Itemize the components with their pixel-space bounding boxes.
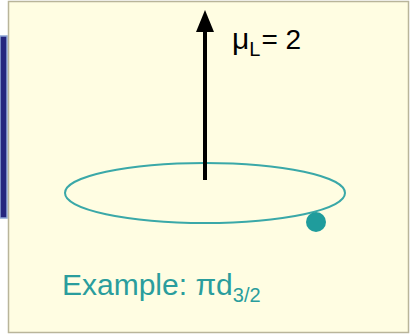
label-text: μ [232,22,249,55]
example-label: Example: πd3/2 [62,268,261,307]
label-text: Example: πd [62,268,233,301]
label-text: = 2 [261,24,301,55]
moment-label: μL= 2 [232,22,301,61]
panel [9,2,409,333]
orbiting-particle [306,212,326,232]
side-bar [0,36,7,218]
moment-arrow-head [196,10,214,32]
subscript-text: L [249,38,260,60]
subscript-text: 3/2 [233,284,261,306]
moment-arrow-shaft [203,30,207,180]
